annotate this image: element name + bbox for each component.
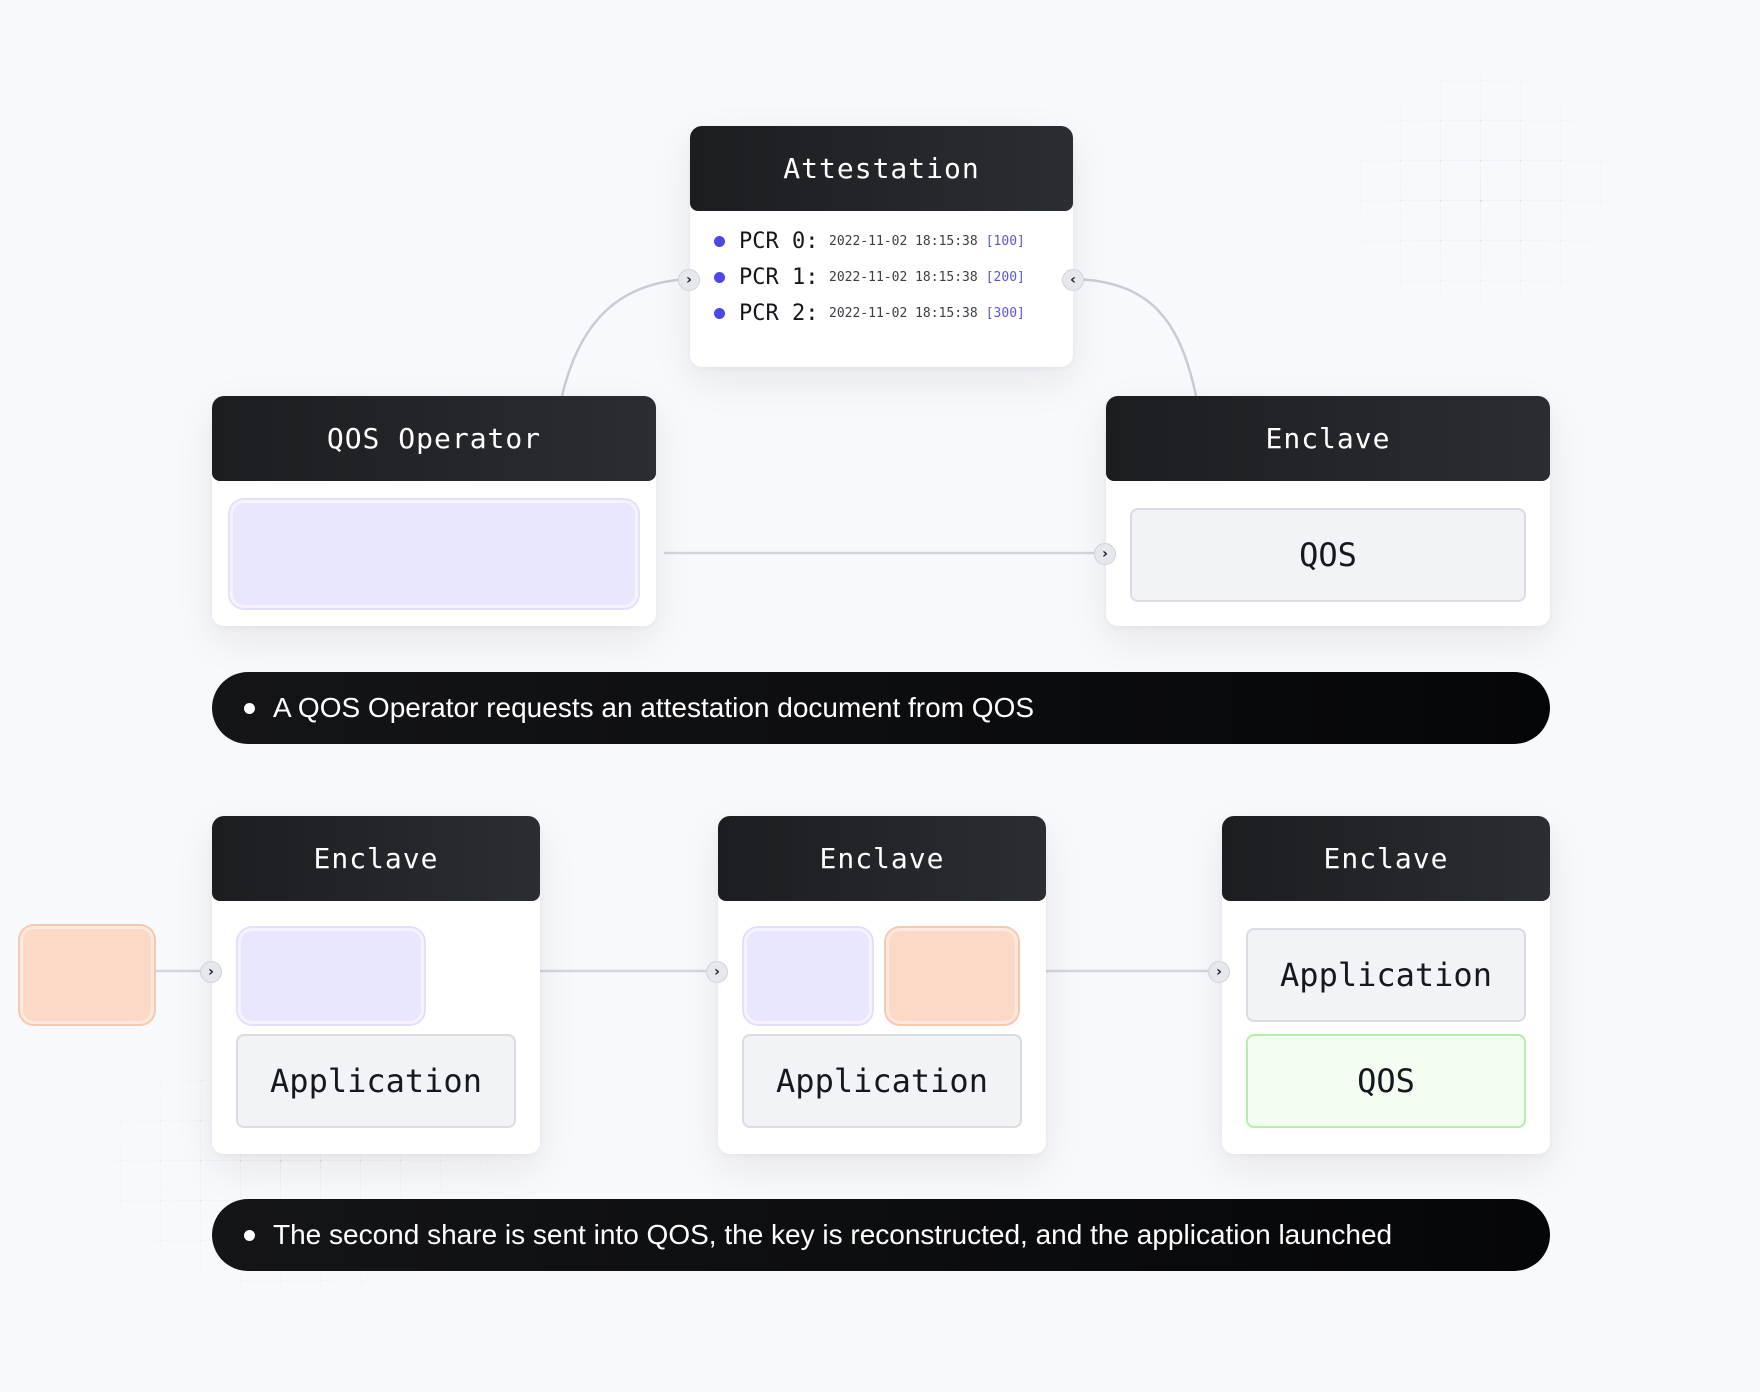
pcr-value: [300] (985, 305, 1025, 321)
caption-pill-step2: The second share is sent into QOS, the k… (212, 1199, 1550, 1271)
grid-top-right (1320, 40, 1640, 340)
pcr-value: [100] (985, 233, 1025, 249)
attestation-card: Attestation PCR 0: 2022-11-02 18:15:38 [… (690, 126, 1073, 367)
pcr-row: PCR 0: 2022-11-02 18:15:38 [100] (714, 223, 1044, 259)
bullet-dot-icon (714, 307, 725, 319)
incoming-share-block (20, 926, 154, 1024)
chevron-right-icon: › (678, 269, 700, 291)
pcr-timestamp: 2022-11-02 18:15:38 (829, 233, 978, 249)
attestation-title: Attestation (690, 126, 1073, 211)
qos-operator-title: QOS Operator (212, 396, 656, 481)
enclave-card-3: Enclave Application QOS (1222, 816, 1550, 1154)
pcr-list: PCR 0: 2022-11-02 18:15:38 [100] PCR 1: … (714, 223, 1044, 331)
bullet-dot-icon (244, 1229, 255, 1241)
application-box: Application (742, 1034, 1022, 1128)
pcr-label: PCR 1: (739, 264, 819, 290)
qos-box: QOS (1246, 1034, 1526, 1128)
operator-share-block (230, 500, 638, 608)
curve-enclave-to-attestation (1075, 277, 1198, 397)
curve-operator-to-attestation (560, 277, 691, 397)
bullet-dot-icon (244, 702, 255, 714)
caption-text: A QOS Operator requests an attestation d… (273, 692, 1035, 723)
pcr-row: PCR 1: 2022-11-02 18:15:38 [200] (714, 259, 1044, 295)
enclave-card-1: Enclave Application (212, 816, 540, 1154)
pcr-timestamp: 2022-11-02 18:15:38 (829, 305, 978, 321)
share-block (238, 928, 424, 1024)
chevron-right-icon: › (1094, 543, 1116, 565)
pcr-label: PCR 0: (739, 228, 819, 254)
chevron-right-icon: › (706, 961, 728, 983)
enclave-card-step1: Enclave QOS (1106, 396, 1550, 626)
pcr-value: [200] (985, 269, 1025, 285)
application-box: Application (1246, 928, 1526, 1022)
bullet-dot-icon (714, 271, 725, 283)
enclave-card-2: Enclave Application (718, 816, 1046, 1154)
enclave-title: Enclave (1222, 816, 1550, 901)
chevron-right-icon: › (1208, 961, 1230, 983)
pcr-label: PCR 2: (739, 300, 819, 326)
chevron-left-icon: ‹ (1062, 269, 1084, 291)
share-block-second (886, 928, 1018, 1024)
chevron-right-icon: › (200, 961, 222, 983)
enclave-title: Enclave (1106, 396, 1550, 481)
qos-box: QOS (1130, 508, 1526, 602)
qos-operator-card: QOS Operator (212, 396, 656, 626)
caption-text: The second share is sent into QOS, the k… (273, 1219, 1393, 1250)
bullet-dot-icon (714, 235, 725, 247)
application-box: Application (236, 1034, 516, 1128)
share-block (744, 928, 872, 1024)
enclave-title: Enclave (718, 816, 1046, 901)
pcr-row: PCR 2: 2022-11-02 18:15:38 [300] (714, 295, 1044, 331)
enclave-title: Enclave (212, 816, 540, 901)
caption-pill-step1: A QOS Operator requests an attestation d… (212, 672, 1550, 744)
pcr-timestamp: 2022-11-02 18:15:38 (829, 269, 978, 285)
